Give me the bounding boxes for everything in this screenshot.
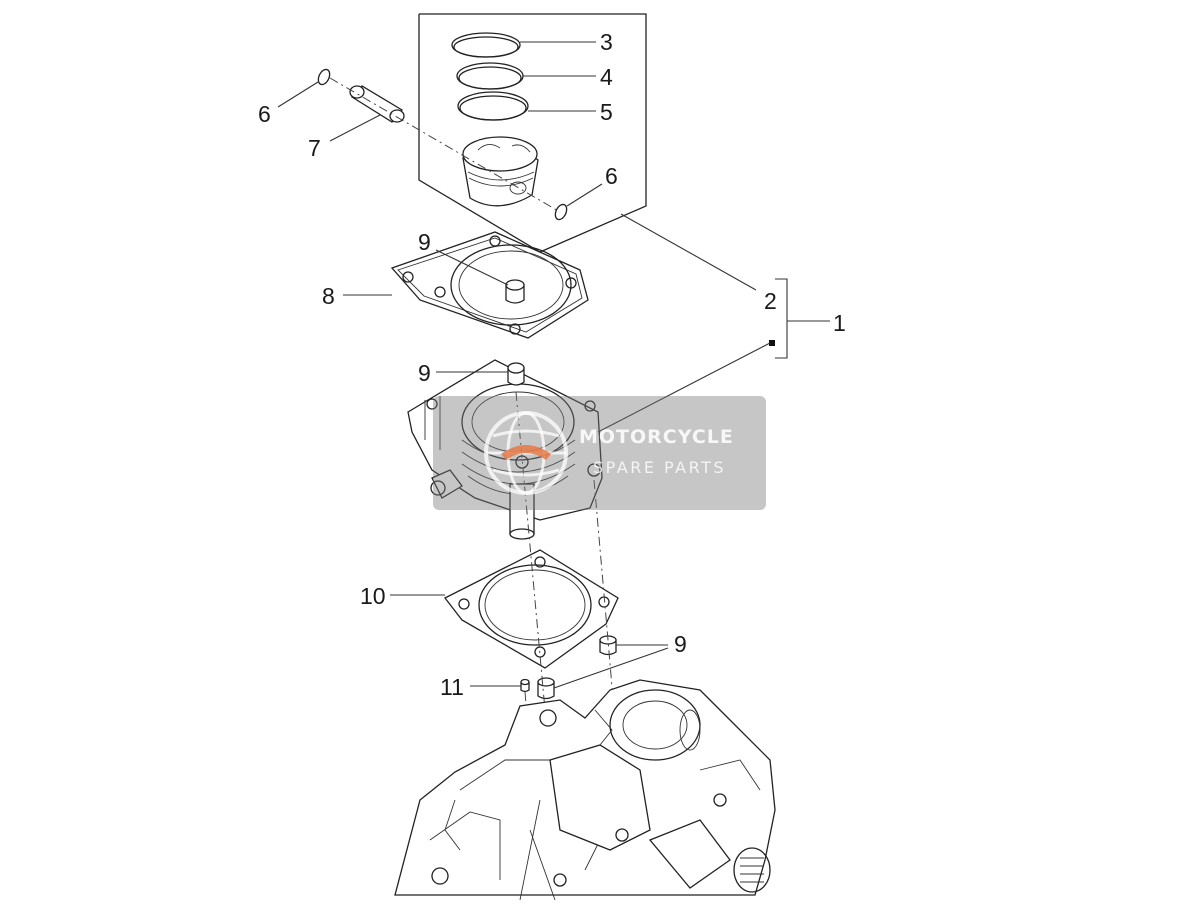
head-gasket xyxy=(390,231,589,339)
leader-lines xyxy=(277,41,771,689)
piston-rings xyxy=(451,32,529,121)
callout-4: 4 xyxy=(600,64,613,90)
callout-9-base: 9 xyxy=(674,631,687,657)
watermark-title: MOTORCYCLE xyxy=(579,426,734,448)
callout-10: 10 xyxy=(360,583,386,609)
piston xyxy=(462,136,539,207)
callout-8: 8 xyxy=(322,283,335,309)
callout-11: 11 xyxy=(440,674,464,700)
callout-2: 2 xyxy=(764,288,777,314)
piston-pin xyxy=(349,85,405,123)
circlip-right xyxy=(554,203,568,221)
dowel-pin-top xyxy=(505,279,525,304)
bullet-marker xyxy=(769,340,775,346)
callout-3: 3 xyxy=(600,29,613,55)
assembly-bracket xyxy=(769,278,830,359)
callout-9-head: 9 xyxy=(418,229,431,255)
small-pin xyxy=(520,678,530,693)
callout-1: 1 xyxy=(833,310,846,336)
base-gasket xyxy=(444,549,619,669)
dowel-pin-left xyxy=(537,677,555,700)
callout-6-right: 6 xyxy=(605,163,618,189)
watermark-subtitle: SPARE PARTS xyxy=(593,458,726,477)
callout-6-left: 6 xyxy=(258,101,271,127)
crankcase xyxy=(394,679,776,901)
watermark-banner: MOTORCYCLE SPARE PARTS xyxy=(433,396,766,510)
callout-9-cylinder: 9 xyxy=(418,360,431,386)
globe-logo-icon xyxy=(484,411,568,495)
callout-5: 5 xyxy=(600,99,613,125)
piston-kit-box xyxy=(418,13,647,253)
callout-7: 7 xyxy=(308,135,321,161)
circlip-left xyxy=(317,68,331,86)
